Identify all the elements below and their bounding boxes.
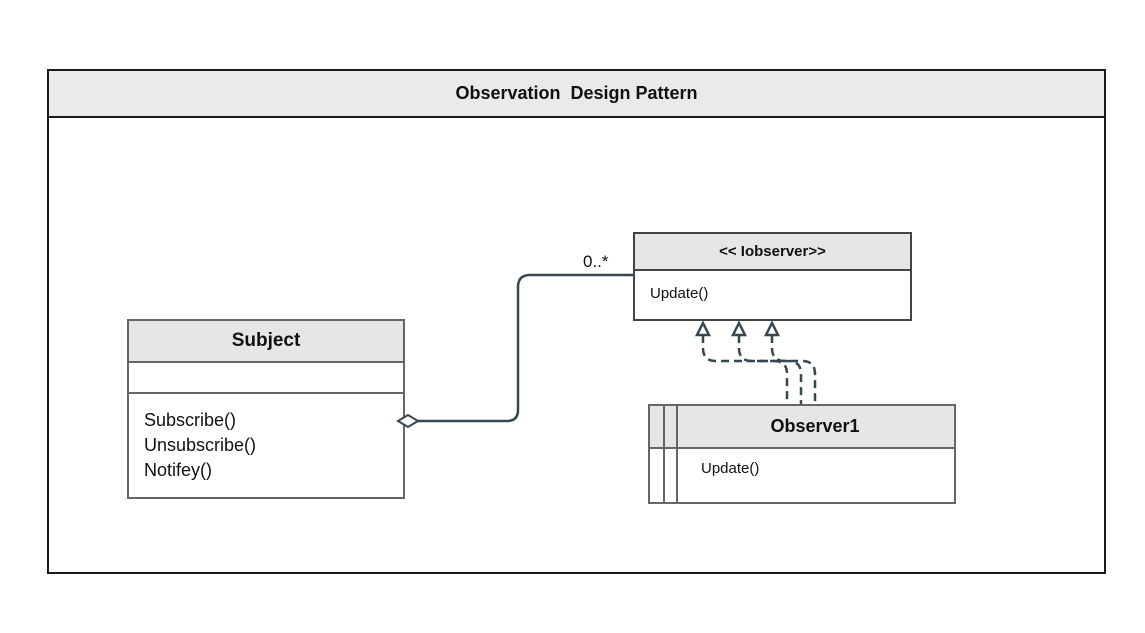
subject-class[interactable]: Subject Subscribe() Unsubscribe() Notife… (127, 319, 405, 499)
operation-subscribe: Subscribe() (144, 410, 237, 430)
aggregation-diamond (396, 413, 420, 429)
observer1-operations: Update() (650, 449, 954, 477)
diagram-title: Observation Design Pattern (455, 83, 698, 103)
association-line (417, 273, 633, 423)
realization-arrowhead (763, 320, 781, 337)
observer-stack-line (676, 406, 678, 502)
operation-update: Update() (650, 285, 709, 302)
realization-line (737, 335, 803, 404)
operation-unsubscribe: Unsubscribe() (144, 435, 257, 455)
iobserver-interface[interactable]: << Iobserver>> Update() (633, 232, 912, 321)
subject-operations: Subscribe() Unsubscribe() Notifey() (129, 394, 403, 483)
realization-arrowhead (694, 320, 712, 337)
observer1-class[interactable]: Observer1 Update() (648, 404, 956, 504)
realization-heads (694, 320, 781, 337)
aggregation-association (396, 273, 633, 429)
realization-line (701, 335, 789, 404)
subject-class-name: Subject (129, 321, 403, 363)
realization-arrowhead (730, 320, 748, 337)
operation-notify: Notifey() (144, 460, 213, 480)
observer1-name: Observer1 (650, 406, 954, 449)
subject-attributes (129, 363, 403, 394)
diagram-frame: Observation Design Pattern (47, 69, 1106, 574)
realization-line (770, 335, 817, 404)
multiplicity-label: 0..* (583, 252, 609, 271)
iobserver-name: << Iobserver>> (635, 234, 910, 271)
operation-update: Update() (701, 460, 760, 477)
iobserver-operations: Update() (635, 271, 910, 302)
observer-stack-line (663, 406, 665, 502)
frame-header: Observation Design Pattern (49, 71, 1104, 118)
realization-arrows (701, 335, 817, 404)
